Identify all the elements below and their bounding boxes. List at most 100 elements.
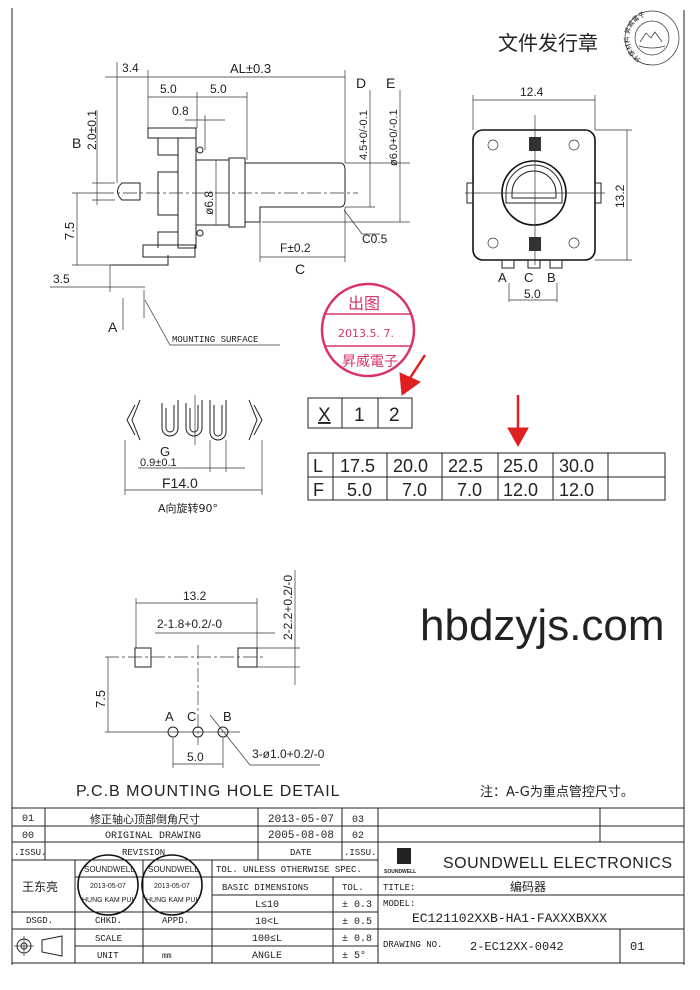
mounting-surface-label: MOUNTING SURFACE bbox=[172, 335, 258, 345]
tol-range: L≤10 bbox=[255, 900, 279, 911]
model-value: EC121102XXB-HA1-FAXXXBXXX bbox=[412, 911, 607, 926]
eco-stamp-text-path: 环保材料 昇威電子 bbox=[622, 10, 647, 63]
stamp-bottom: HUNG KAM PUI bbox=[82, 897, 133, 904]
tol-label: TOL. bbox=[342, 883, 364, 893]
hdr-revision: REVISION bbox=[122, 848, 165, 858]
table-cell: 30.0 bbox=[559, 456, 594, 476]
table-cell: 7.0 bbox=[457, 480, 482, 500]
dim-0-8: 0.8 bbox=[172, 104, 189, 118]
chamfer-label: C0.5 bbox=[362, 232, 388, 246]
inspection-stamp: 出图 2013.5. 7. 昇威電子 bbox=[320, 282, 416, 378]
dim-e: ø6.0+0/-0.1 bbox=[388, 109, 400, 166]
table-cell: 7.0 bbox=[402, 480, 427, 500]
pcb-pin-a: A bbox=[165, 709, 174, 724]
pcb-pin-b: B bbox=[223, 709, 232, 724]
shaft-code-box: X 1 2 bbox=[307, 397, 413, 429]
logo-text: SOUNDWELL bbox=[384, 869, 416, 875]
dim-6-8: ø6.8 bbox=[202, 191, 216, 215]
label-b: B bbox=[72, 135, 81, 151]
approval-stamp: SOUNDWELL 2013-05-07 HUNG KAM PUI SOUNDW… bbox=[77, 854, 203, 916]
title-label: TITLE: bbox=[383, 883, 415, 893]
designer-name: 王东亮 bbox=[22, 879, 58, 894]
tol-range: 100≤L bbox=[252, 934, 282, 945]
pcb-dim-width: 13.2 bbox=[183, 589, 207, 603]
pcb-dim-hole: 3-ø1.0+0.2/-0 bbox=[252, 747, 325, 761]
watermark: hbdzyjs.com bbox=[420, 601, 665, 650]
pcb-dim-slot-h: 2-2.2+0.2/-0 bbox=[281, 575, 295, 640]
stamp-date: 2013-05-07 bbox=[90, 883, 126, 890]
dim-5-0-a: 5.0 bbox=[160, 82, 177, 96]
model-label: MODEL: bbox=[383, 899, 415, 909]
sheet-number: 01 bbox=[630, 940, 644, 954]
code-cell: 1 bbox=[354, 405, 365, 426]
front-dim-height: 13.2 bbox=[613, 184, 627, 208]
dim-f14: F14.0 bbox=[162, 475, 198, 491]
side-view: 3.4 AL±0.3 5.0 5.0 0.8 B 2.0±0.1 7.5 bbox=[50, 61, 410, 346]
dim-3-5: 3.5 bbox=[53, 272, 70, 286]
dim-3-4: 3.4 bbox=[122, 61, 139, 75]
scale-label: SCALE bbox=[95, 934, 122, 944]
drawing-no-label: DRAWING NO. bbox=[383, 940, 442, 950]
rev-issue: 01 bbox=[22, 814, 34, 825]
dim-d-label: D bbox=[356, 75, 366, 91]
code-cell: 2 bbox=[389, 405, 400, 426]
drawing-no-value: 2-EC12XX-0042 bbox=[470, 940, 564, 954]
pcb-dim-slot: 2-1.8+0.2/-0 bbox=[157, 617, 222, 631]
rev-desc: ORIGINAL DRAWING bbox=[105, 831, 201, 842]
dsgd-label: DSGD. bbox=[26, 916, 53, 926]
row-head-f: F bbox=[313, 480, 324, 500]
front-pin-c: C bbox=[524, 270, 533, 285]
hdr-issue2: .ISSU. bbox=[344, 848, 376, 858]
front-dim-pitch: 5.0 bbox=[524, 287, 541, 301]
stamp-date: 2013.5. 7. bbox=[338, 327, 394, 340]
chkd-label: CHKD. bbox=[95, 916, 122, 926]
dim-d: 4.5+0/-0.1 bbox=[358, 110, 370, 160]
tol-value: ± 0.5 bbox=[342, 917, 372, 928]
eco-stamp: 环保材料 昇威電子 bbox=[622, 10, 680, 66]
unit-label: UNIT bbox=[97, 951, 119, 961]
soundwell-logo: SOUNDWELL bbox=[384, 848, 416, 875]
unit-value: mm bbox=[162, 952, 172, 961]
stamp-company: 昇威電子 bbox=[342, 354, 398, 370]
tol-range: 10<L bbox=[255, 917, 279, 928]
front-pin-a: A bbox=[498, 270, 507, 285]
tol-value: ± 0.3 bbox=[342, 900, 372, 911]
eco-stamp-text: 环保材料 昇威電子 bbox=[622, 10, 647, 63]
hdr-date: DATE bbox=[290, 848, 312, 858]
hdr-issue: .ISSU. bbox=[14, 848, 46, 858]
basic-dim: BASIC DIMENSIONS bbox=[222, 883, 308, 893]
stamp-bottom: HUNG KAM PUI bbox=[146, 897, 197, 904]
dim-b: 2.0±0.1 bbox=[85, 110, 99, 150]
table-cell: 20.0 bbox=[393, 456, 428, 476]
table-cell: 17.5 bbox=[340, 456, 375, 476]
note: 注：A-G为重点管控尺寸。 bbox=[480, 784, 634, 800]
projection-symbol-icon bbox=[14, 935, 63, 957]
table-cell: 12.0 bbox=[559, 480, 594, 500]
table-cell: 5.0 bbox=[347, 480, 372, 500]
appd-label: APPD. bbox=[162, 916, 189, 926]
pcb-pin-c: C bbox=[187, 709, 196, 724]
dim-7-5: 7.5 bbox=[62, 222, 77, 240]
arrow-icon bbox=[507, 395, 529, 448]
release-stamp-label: 文件发行章 bbox=[498, 31, 598, 55]
table-cell: 25.0 bbox=[503, 456, 538, 476]
pcb-dim-pitch: 5.0 bbox=[187, 750, 204, 764]
pcb-dim-7-5: 7.5 bbox=[93, 690, 108, 708]
rev-issue2: 02 bbox=[352, 831, 364, 842]
dim-f: F±0.2 bbox=[280, 241, 311, 255]
stamp-top: SOUNDWELL bbox=[84, 865, 135, 874]
table-cell: 22.5 bbox=[448, 456, 483, 476]
dim-al: AL±0.3 bbox=[230, 61, 271, 76]
rev-issue2: 03 bbox=[352, 815, 364, 826]
pcb-title: P.C.B MOUNTING HOLE DETAIL bbox=[76, 783, 341, 800]
rev-issue: 00 bbox=[22, 831, 34, 842]
table-cell: 12.0 bbox=[503, 480, 538, 500]
tol-value: ± 5° bbox=[342, 950, 366, 962]
terminal-view: G 0.9±0.1 F14.0 A向旋转90° bbox=[124, 395, 263, 515]
dim-g: 0.9±0.1 bbox=[140, 457, 177, 469]
front-view: 12.4 13.2 A C B 5.0 bbox=[465, 85, 632, 302]
front-dim-width: 12.4 bbox=[520, 85, 544, 99]
dim-e-label: E bbox=[386, 75, 395, 91]
label-c: C bbox=[295, 261, 305, 277]
